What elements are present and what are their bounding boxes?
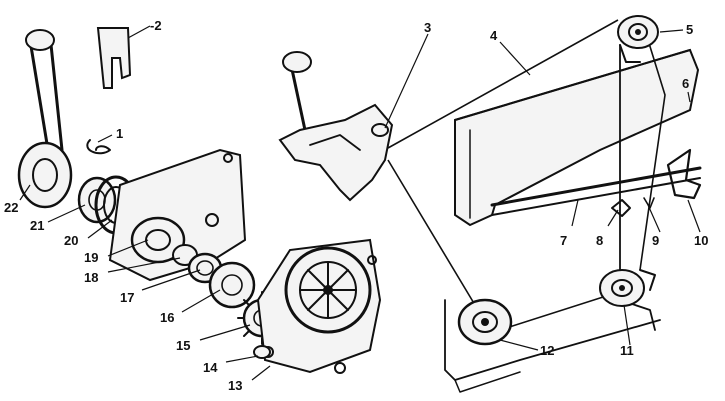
callout-13: 13 (228, 378, 242, 393)
pointer-10 (666, 148, 702, 200)
clamp-9 (643, 197, 655, 209)
callout-17: 17 (120, 290, 134, 305)
callout-12: 12 (540, 343, 554, 358)
callout-20: 20 (64, 233, 78, 248)
callout-10: 10 (694, 233, 708, 248)
disc-16 (208, 261, 256, 309)
callout-2: -2 (150, 18, 162, 33)
frame-panel-6 (444, 44, 702, 393)
spring-clip-1 (86, 139, 111, 155)
callout-22: 22 (4, 200, 18, 215)
fitting-14 (253, 345, 271, 359)
callout-16: 16 (160, 310, 174, 325)
callout-5: 5 (686, 22, 693, 37)
pulley-11 (599, 269, 656, 307)
callout-6: 6 (682, 76, 689, 91)
callout-18: 18 (84, 270, 98, 285)
clip-8 (611, 199, 631, 217)
callout-4: 4 (490, 28, 498, 43)
callout-labels: 1 -2 3 4 5 6 7 8 9 10 11 12 13 14 15 16 … (4, 18, 708, 393)
leaf-spring-2 (96, 27, 132, 89)
callout-15: 15 (176, 338, 190, 353)
rocker-arm-22 (17, 29, 73, 209)
lever-assembly-3 (278, 51, 394, 202)
callout-3: 3 (424, 20, 431, 35)
callout-11: 11 (620, 343, 634, 358)
callout-19: 19 (84, 250, 98, 265)
pulley-5 (617, 15, 659, 63)
callout-9: 9 (652, 233, 659, 248)
leader-lines (19, 25, 701, 381)
callout-21: 21 (30, 218, 44, 233)
callout-7: 7 (560, 233, 567, 248)
pulley-12 (457, 298, 513, 346)
gear-housing-13 (256, 238, 382, 374)
callout-8: 8 (596, 233, 603, 248)
callout-14: 14 (203, 360, 218, 375)
callout-1: 1 (116, 126, 123, 141)
